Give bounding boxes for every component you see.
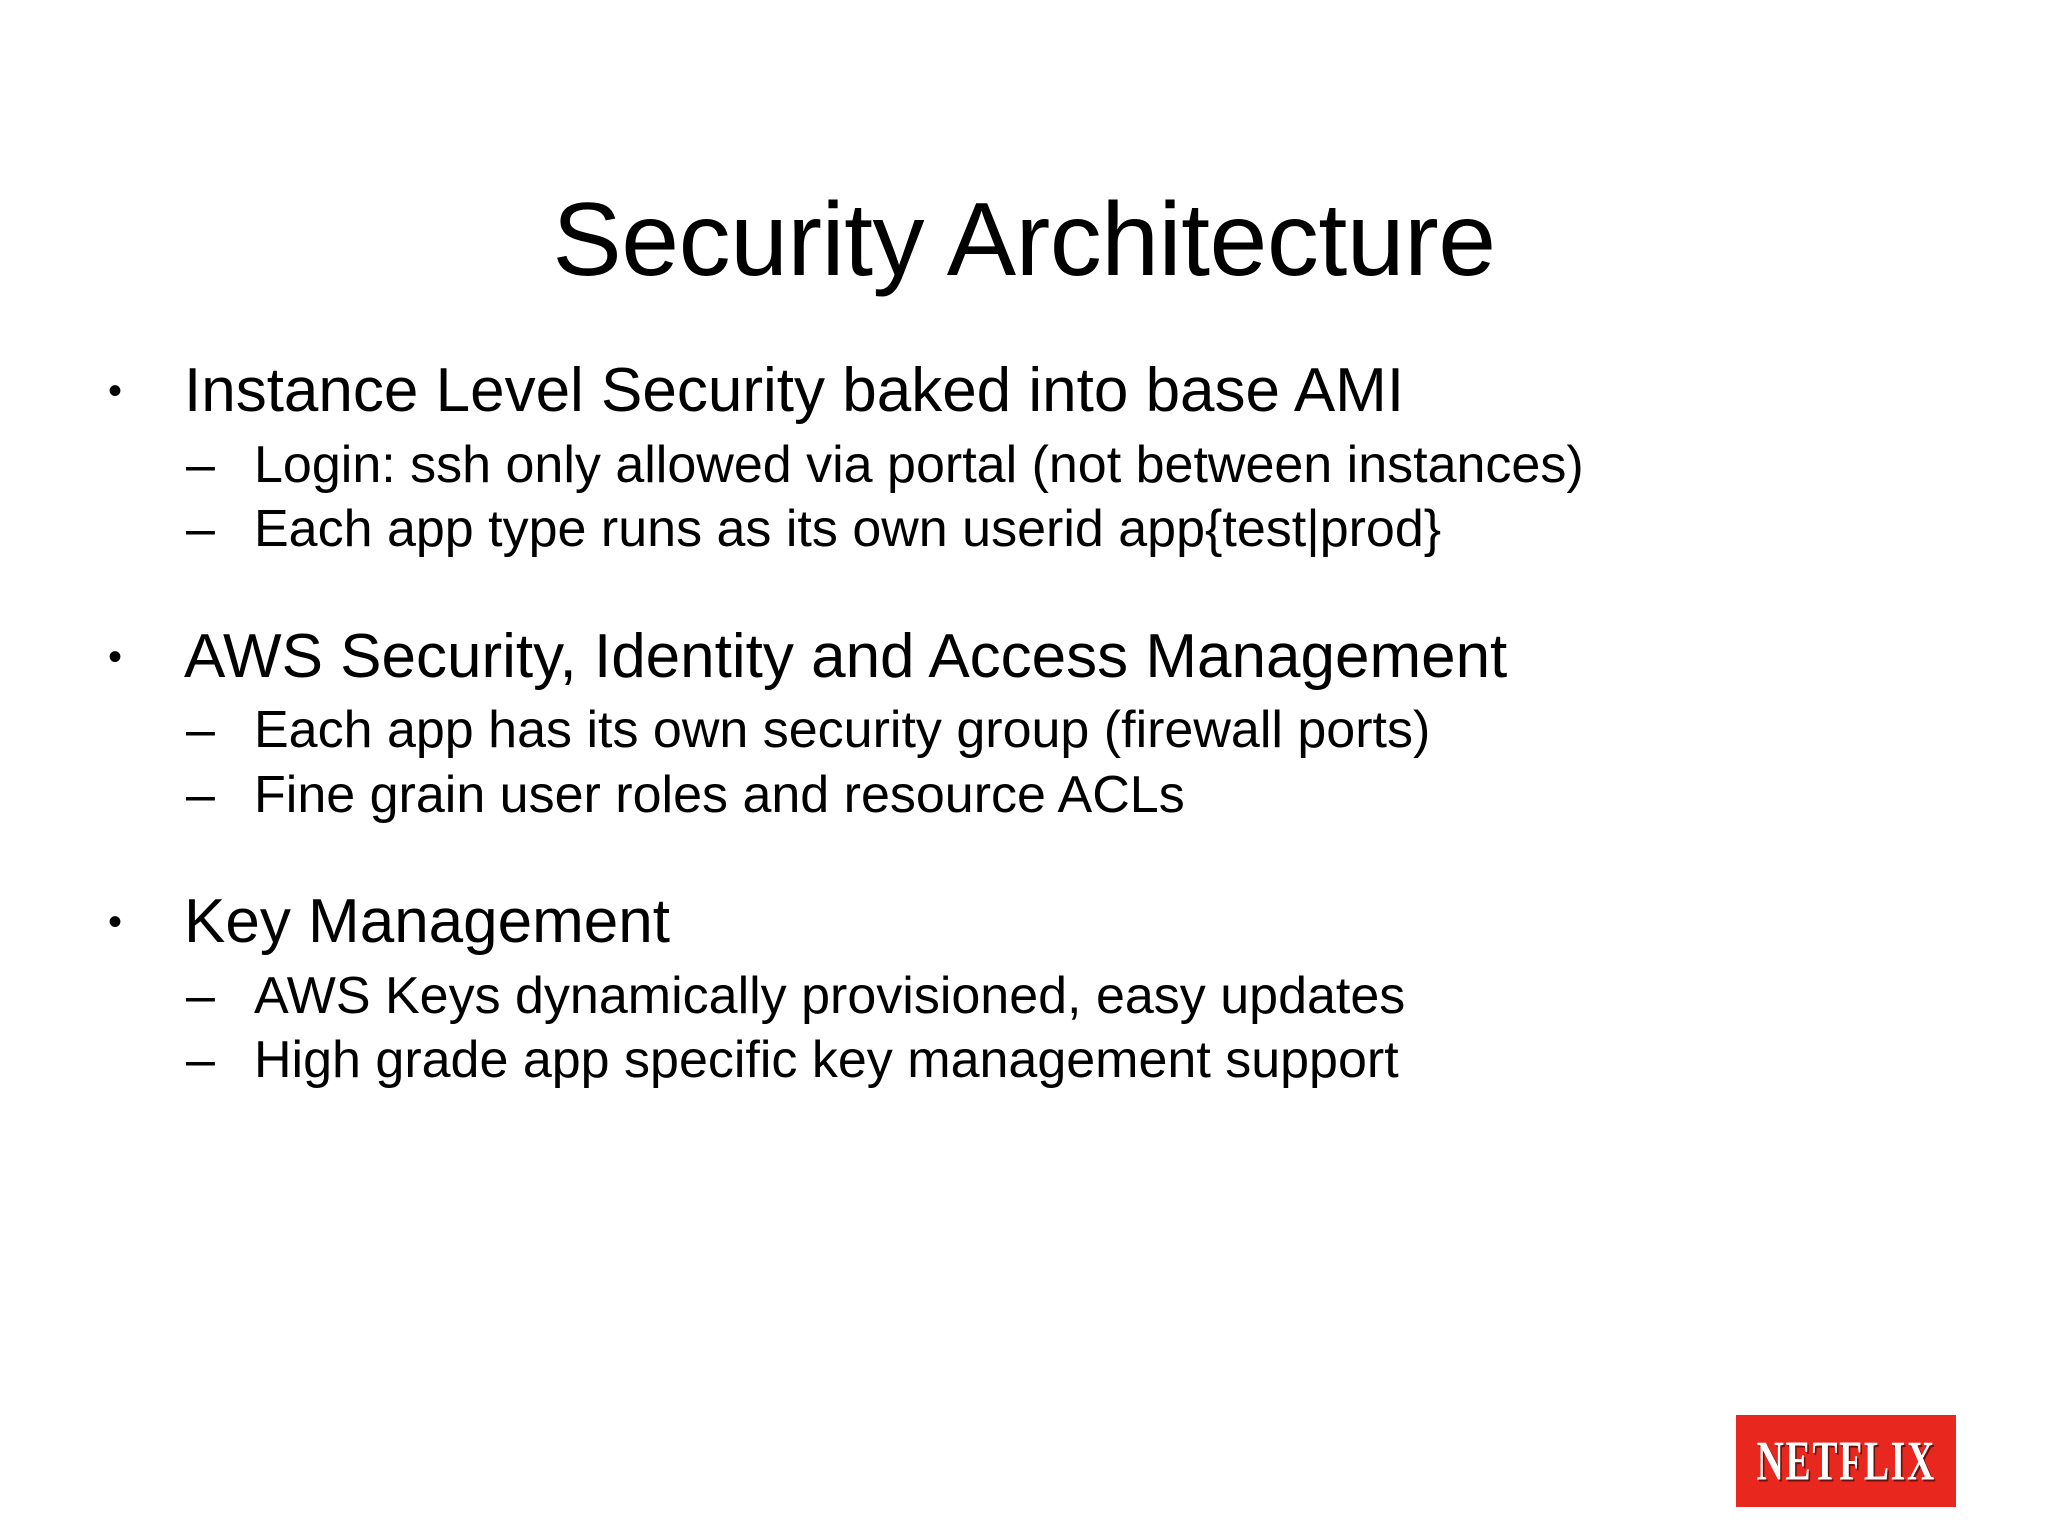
bullet-level1-3: • Key Management <box>108 886 1968 959</box>
bullet-level1-1-label: Instance Level Security baked into base … <box>184 356 1405 425</box>
netflix-logo: NETFLIX <box>1736 1415 1956 1507</box>
netflix-wordmark: NETFLIX <box>1756 1429 1936 1492</box>
bullet-level1-2: • AWS Security, Identity and Access Mana… <box>108 621 1968 694</box>
page-title: Security Architecture <box>552 181 1496 298</box>
bullet-level2-2-1-label: Each app has its own security group (fir… <box>254 701 1431 760</box>
bullet-level2-3-1-label: AWS Keys dynamically provisioned, easy u… <box>254 966 1406 1025</box>
bullet-level2-1-1: – Login: ssh only allowed via portal (no… <box>186 434 1968 496</box>
bullet-level2-1-1-label: Login: ssh only allowed via portal (not … <box>254 435 1584 494</box>
bullet-group-2: • AWS Security, Identity and Access Mana… <box>108 621 1968 827</box>
bullet-level2-1-2-label: Each app type runs as its own userid app… <box>254 500 1442 559</box>
bullet-dash-icon: – <box>186 966 215 1025</box>
bullet-list: • Instance Level Security baked into bas… <box>108 355 1968 1092</box>
bullet-dot-icon: • <box>108 369 123 413</box>
bullet-dash-icon: – <box>186 1031 215 1090</box>
bullet-level2-3-2: – High grade app specific key management… <box>186 1029 1968 1091</box>
bullet-level1-3-label: Key Management <box>184 887 670 957</box>
bullet-dot-icon: • <box>108 900 123 945</box>
bullet-group-1: • Instance Level Security baked into bas… <box>108 355 1968 561</box>
bullet-level2-3-1: – AWS Keys dynamically provisioned, easy… <box>186 965 1968 1027</box>
bullet-level1-2-label: AWS Security, Identity and Access Manage… <box>184 621 1508 691</box>
bullet-level1-1: • Instance Level Security baked into bas… <box>108 355 1968 428</box>
bullet-dash-icon: – <box>186 765 215 824</box>
bullet-level2-2-2: – Fine grain user roles and resource ACL… <box>186 764 1968 826</box>
bullet-level2-2-1: – Each app has its own security group (f… <box>186 699 1968 761</box>
bullet-level2-3-2-label: High grade app specific key management s… <box>254 1031 1399 1090</box>
bullet-dash-icon: – <box>186 435 215 494</box>
bullet-dot-icon: • <box>108 634 123 679</box>
bullet-level2-1-2: – Each app type runs as its own userid a… <box>186 498 1968 560</box>
bullet-group-3: • Key Management – AWS Keys dynamically … <box>108 886 1968 1092</box>
bullet-dash-icon: – <box>186 701 215 760</box>
bullet-level2-2-2-label: Fine grain user roles and resource ACLs <box>254 765 1185 824</box>
bullet-dash-icon: – <box>186 500 215 559</box>
